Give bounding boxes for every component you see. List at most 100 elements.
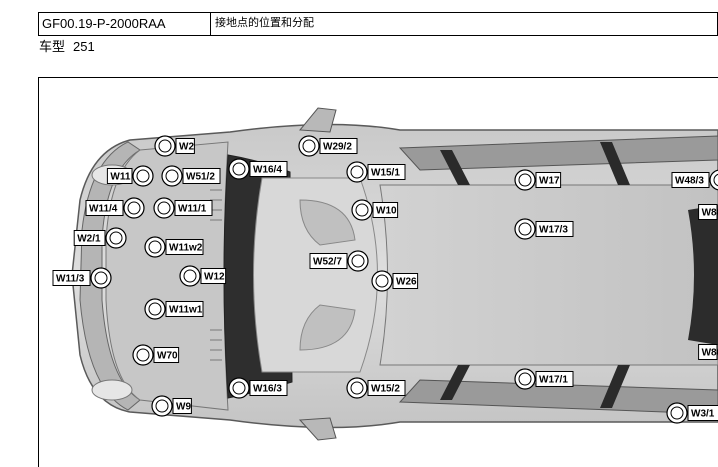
callout-label-text: W17/1 (539, 375, 568, 386)
ground-point-marker (514, 218, 536, 240)
model-label: 车型 (39, 39, 66, 54)
ground-point-marker (514, 368, 536, 390)
callout-label-text: W11w1 (169, 305, 203, 316)
ground-point-marker-inner (148, 240, 162, 254)
callout-label-box (165, 239, 204, 255)
callout-label-box (182, 168, 221, 184)
callout-label-text: W26 (396, 277, 417, 288)
ground-point-w2-1: W2/1 (73, 227, 127, 249)
headlight-bottom (91, 379, 133, 401)
callout-label-box (249, 380, 288, 396)
callout-label-box (165, 301, 204, 317)
callout-label-box (687, 405, 718, 421)
callout-label-text: W11w2 (169, 243, 203, 254)
ground-point-marker (144, 298, 166, 320)
callout-label-box (671, 172, 710, 188)
ground-point-marker-inner (518, 222, 532, 236)
ground-point-w8-top: W8 (698, 204, 718, 220)
callout-label-text: W17/3 (539, 225, 568, 236)
ground-point-marker (90, 267, 112, 289)
diagram-frame (38, 77, 718, 467)
callout-label-box (73, 230, 106, 246)
ground-point-marker (132, 344, 154, 366)
ground-point-w15-2: W15/2 (346, 377, 406, 399)
seat-left (299, 199, 356, 246)
ground-point-w11-4: W11/4 (85, 197, 145, 219)
callout-label-text: W48/3 (675, 176, 704, 187)
ground-point-marker-inner (232, 162, 246, 176)
ground-point-marker (153, 197, 175, 219)
callout-label-text: W11/4 (89, 204, 118, 215)
rear-glass (688, 205, 718, 345)
ground-point-w11: W11 (106, 165, 154, 187)
callout-label-box (698, 204, 718, 220)
callout-label-box (174, 200, 213, 216)
mirror-top (298, 107, 337, 133)
roof (379, 184, 718, 366)
ground-point-marker-inner (350, 165, 364, 179)
ground-point-w3-1: W3/1 (666, 402, 718, 424)
callout-label-text: W2 (179, 142, 194, 153)
ground-point-marker (346, 377, 368, 399)
ground-point-w17-1: W17/1 (514, 368, 574, 390)
ground-point-marker-inner (136, 169, 150, 183)
ground-point-marker (298, 135, 320, 157)
ground-point-marker-inner (375, 274, 389, 288)
ground-point-w16-3: W16/3 (228, 377, 288, 399)
ground-point-w2: W2 (154, 135, 195, 157)
ground-point-marker-inner (158, 139, 172, 153)
callout-label-text: W16/3 (253, 384, 282, 395)
callout-label-text: W2/1 (77, 234, 101, 245)
mirror-bottom (298, 417, 337, 441)
model-value: 251 (73, 39, 95, 54)
ground-point-marker-inner (94, 271, 108, 285)
ground-point-w12: W12 (179, 265, 227, 287)
ground-point-marker (151, 395, 173, 417)
ground-point-marker (351, 199, 373, 221)
callout-label-box (309, 253, 348, 269)
ground-point-marker (514, 169, 536, 191)
ground-point-marker (144, 236, 166, 258)
ground-point-marker (161, 165, 183, 187)
ground-point-marker (228, 158, 250, 180)
ground-point-w51-2: W51/2 (161, 165, 221, 187)
ground-point-marker (105, 227, 127, 249)
callout-label-text: W9 (176, 402, 191, 413)
vehicle-model-line: 车型 251 (39, 38, 95, 56)
ground-point-w8-bot: W8 (698, 344, 718, 360)
document-code: GF00.19-P-2000RAA (39, 13, 211, 35)
ground-point-w17: W17 (514, 169, 562, 191)
ground-point-w11-3: W11/3 (52, 267, 112, 289)
side-window-bottom (398, 379, 718, 415)
ground-point-marker (179, 265, 201, 287)
callout-label-box (106, 168, 133, 184)
ground-point-marker (666, 402, 688, 424)
ground-point-marker-inner (350, 381, 364, 395)
callout-label-text: W8 (702, 348, 717, 359)
side-window-top (398, 135, 718, 171)
ground-point-marker-inner (136, 348, 150, 362)
callout-label-box (175, 138, 195, 154)
callout-label-box (698, 344, 718, 360)
ground-point-marker (347, 250, 369, 272)
ground-point-w11w2: W11w2 (144, 236, 204, 258)
ground-point-w11-1: W11/1 (153, 197, 213, 219)
ground-point-marker-inner (157, 201, 171, 215)
ground-point-marker (346, 161, 368, 183)
callout-label-box (153, 347, 180, 363)
ground-point-marker (132, 165, 154, 187)
seat-right (299, 304, 356, 351)
callout-label-text: W12 (204, 272, 225, 283)
callout-label-text: W29/2 (323, 142, 352, 153)
document-title: 接地点的位置和分配 (215, 17, 314, 29)
ground-point-w26: W26 (371, 270, 419, 292)
callout-label-text: W3/1 (691, 409, 715, 420)
callout-label-text: W11/3 (56, 274, 85, 285)
ground-point-marker (154, 135, 176, 157)
ground-point-w10: W10 (351, 199, 399, 221)
ground-point-marker-inner (109, 231, 123, 245)
callout-label-box (200, 268, 227, 284)
document-header: GF00.19-P-2000RAA 接地点的位置和分配 (38, 12, 718, 36)
callout-label-box (535, 172, 562, 188)
ground-point-marker-inner (518, 372, 532, 386)
